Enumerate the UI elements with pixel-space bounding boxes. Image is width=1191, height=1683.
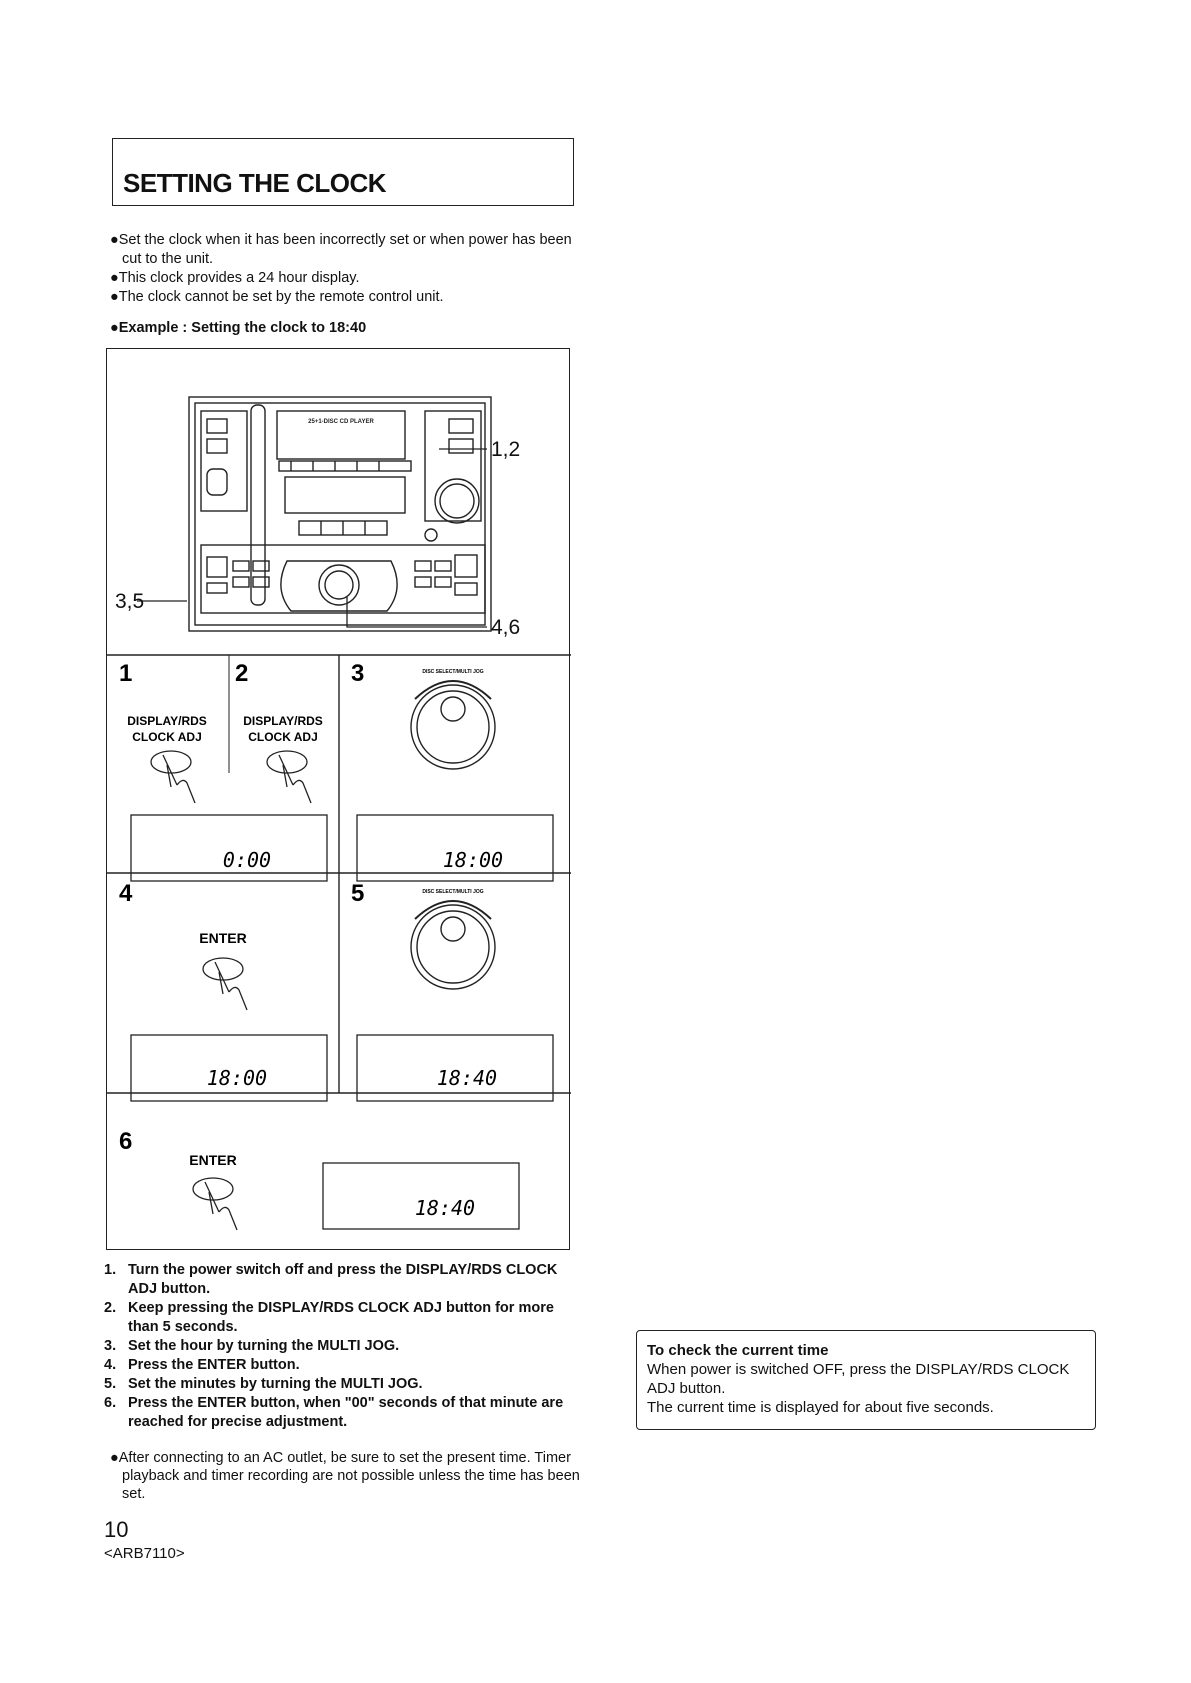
step-panel-3: 3 DISC SELECT/MULTI JOG 18:00: [351, 660, 554, 882]
callout-lines: [137, 448, 487, 628]
panel-number: 5: [351, 880, 364, 907]
step-number: 5.: [104, 1376, 117, 1392]
press-hand-icon: [192, 1177, 238, 1231]
panel-label: DISPLAY/RDS: [127, 714, 207, 728]
lcd-readout: 18:00: [207, 1066, 267, 1090]
intro-item: ●Set the clock when it has been incorrec…: [110, 232, 572, 267]
press-hand-icon: [202, 957, 248, 1011]
lcd-display: [130, 814, 328, 882]
intro-item: ●The clock cannot be set by the remote c…: [110, 289, 444, 305]
example-heading: ●Example : Setting the clock to 18:40: [110, 320, 367, 336]
after-note: ●After connecting to an AC outlet, be su…: [110, 1449, 580, 1503]
step-number: 2.: [104, 1300, 117, 1316]
note-title: To check the current time: [647, 1342, 829, 1359]
panel-label: ENTER: [189, 1152, 236, 1168]
step-text: Press the ENTER button, when "00" second…: [128, 1395, 564, 1430]
step-panel-5: 5 DISC SELECT/MULTI JOG 18:40: [351, 880, 554, 1102]
step-number: 6.: [104, 1395, 117, 1411]
after-text: ●After connecting to an AC outlet, be su…: [110, 1450, 580, 1502]
callout-4-6: 4,6: [491, 616, 520, 639]
panel-number: 1: [119, 660, 132, 687]
step-item: 3. Set the hour by turning the MULTI JOG.: [104, 1337, 570, 1356]
panel-label: DISPLAY/RDS: [243, 714, 323, 728]
jog-label: DISC SELECT/MULTI JOG: [422, 889, 483, 895]
lcd-readout: 18:40: [437, 1066, 497, 1090]
multi-jog-dial-icon: [410, 680, 496, 770]
step-item: 6. Press the ENTER button, when "00" seco…: [104, 1394, 570, 1432]
step-panel-1: 1 DISPLAY/RDS CLOCK ADJ 0:00: [119, 660, 328, 882]
note-line: When power is switched OFF, press the DI…: [647, 1361, 1070, 1397]
panel-label: CLOCK ADJ: [132, 730, 202, 744]
step-number: 3.: [104, 1338, 117, 1354]
step-text: Set the minutes by turning the MULTI JOG…: [128, 1376, 423, 1392]
step-item: 4. Press the ENTER button.: [104, 1356, 570, 1375]
lcd-readout: 0:00: [223, 848, 271, 872]
panel-number: 2: [235, 660, 248, 687]
lcd-readout: 18:00: [443, 848, 503, 872]
lcd-display: [322, 1162, 520, 1230]
page-title: SETTING THE CLOCK: [123, 168, 387, 198]
lcd-display: [356, 814, 554, 882]
callout-1-2: 1,2: [491, 438, 520, 461]
intro-item: ●This clock provides a 24 hour display.: [110, 270, 360, 286]
step-item: 5. Set the minutes by turning the MULTI J…: [104, 1375, 570, 1394]
step-text: Turn the power switch off and press the …: [128, 1262, 558, 1297]
panel-grid: [107, 654, 571, 1094]
step-number: 1.: [104, 1262, 117, 1278]
doc-code: <ARB7110>: [104, 1545, 185, 1562]
jog-label: DISC SELECT/MULTI JOG: [422, 669, 483, 675]
step-panel-2: 2 DISPLAY/RDS CLOCK ADJ: [235, 660, 323, 804]
step-item: 2. Keep pressing the DISPLAY/RDS CLOCK AD…: [104, 1299, 570, 1337]
step-text: Set the hour by turning the MULTI JOG.: [128, 1338, 400, 1354]
panel-number: 4: [119, 880, 133, 907]
step-text: Keep pressing the DISPLAY/RDS CLOCK ADJ …: [128, 1300, 554, 1335]
current-time-note: To check the current time When power is …: [636, 1330, 1096, 1430]
panel-number: 6: [119, 1128, 132, 1155]
instruction-figure: 25+1-DISC CD PLAYER: [106, 348, 571, 1250]
panel-label: ENTER: [199, 930, 246, 946]
step-item: 1. Turn the power switch off and press th…: [104, 1261, 570, 1299]
stereo-unit-illustration: 25+1-DISC CD PLAYER: [188, 396, 492, 632]
press-hand-icon: [150, 750, 196, 804]
note-line: The current time is displayed for about …: [647, 1399, 994, 1416]
step-panel-6: 6 ENTER 18:40: [119, 1128, 520, 1231]
page-number: 10: [104, 1517, 129, 1542]
lcd-readout: 18:40: [415, 1196, 475, 1220]
intro-section: ●Set the clock when it has been incorrec…: [110, 231, 580, 338]
step-text: Press the ENTER button.: [128, 1357, 300, 1373]
steps-list: 1. Turn the power switch off and press th…: [104, 1261, 570, 1432]
lcd-display: [130, 1034, 328, 1102]
lcd-display: [356, 1034, 554, 1102]
title-box: SETTING THE CLOCK: [112, 138, 574, 206]
multi-jog-dial-icon: [410, 900, 496, 990]
figure-drawing: 25+1-DISC CD PLAYER: [107, 396, 571, 1231]
unit-model-label: 25+1-DISC CD PLAYER: [308, 419, 374, 425]
step-panel-4: 4 ENTER 18:00: [119, 880, 328, 1102]
callout-3-5: 3,5: [115, 590, 144, 613]
press-hand-icon: [266, 750, 312, 804]
panel-number: 3: [351, 660, 364, 687]
panel-label: CLOCK ADJ: [248, 730, 318, 744]
step-number: 4.: [104, 1357, 117, 1373]
